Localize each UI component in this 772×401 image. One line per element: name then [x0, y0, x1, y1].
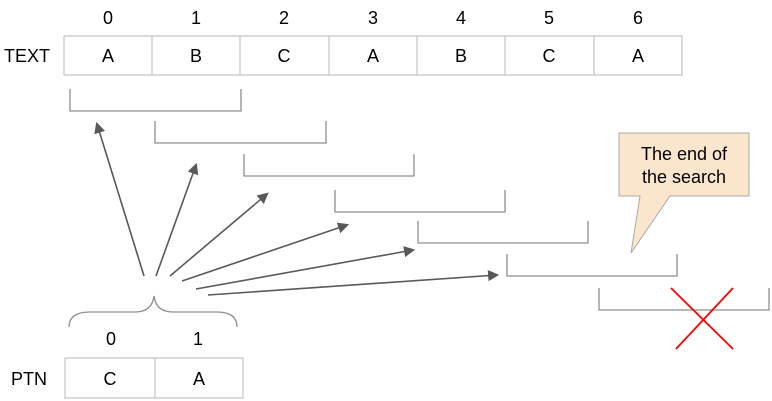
text-char-5: C — [543, 46, 556, 66]
end-of-search-callout: The end of the search — [618, 132, 750, 254]
text-index-6: 6 — [633, 8, 643, 28]
callout-line-2: the search — [642, 167, 726, 187]
shift-bracket-4 — [417, 221, 589, 244]
text-index-0: 0 — [103, 8, 113, 28]
text-index-2: 2 — [279, 8, 289, 28]
text-index-4: 4 — [456, 8, 466, 28]
shift-bracket-2 — [243, 154, 415, 177]
text-char-2: C — [278, 46, 291, 66]
pattern-cell-0 — [64, 357, 156, 399]
pattern-brace — [68, 295, 238, 328]
text-cell-5 — [504, 35, 595, 76]
pattern-row-label: PTN — [11, 369, 47, 389]
text-cell-1 — [151, 35, 241, 76]
text-row-label: TEXT — [4, 46, 50, 66]
text-cell-6 — [593, 35, 683, 76]
text-index-5: 5 — [544, 8, 554, 28]
pattern-index-0: 0 — [106, 329, 116, 349]
shift-bracket-0 — [69, 89, 242, 112]
text-cells: A B C A B C A — [63, 35, 683, 76]
arrow-to-shift-1 — [155, 162, 199, 277]
shift-bracket-5 — [506, 254, 678, 277]
pattern-cell-1 — [154, 357, 244, 399]
arrow-to-shift-5 — [207, 270, 500, 296]
text-char-3: A — [367, 46, 379, 66]
text-char-1: B — [190, 46, 202, 66]
arrow-to-shift-0 — [94, 121, 145, 277]
text-index-1: 1 — [191, 8, 201, 28]
callout-bubble — [618, 132, 750, 254]
shift-bracket-1 — [154, 121, 327, 144]
text-indices: 0 1 2 3 4 5 6 — [103, 8, 643, 28]
text-cell-4 — [416, 35, 506, 76]
pattern-char-0: C — [104, 369, 117, 389]
shift-bracket-3 — [334, 190, 506, 213]
pattern-index-1: 1 — [193, 329, 203, 349]
text-char-6: A — [632, 46, 644, 66]
arrow-to-shift-3 — [181, 222, 350, 282]
pattern-cells: C A — [64, 357, 244, 399]
arrow-to-shift-2 — [169, 192, 269, 277]
callout-line-1: The end of — [641, 144, 728, 164]
text-index-3: 3 — [368, 8, 378, 28]
shift-bracket-6 — [598, 288, 770, 311]
text-char-4: B — [455, 46, 467, 66]
text-cell-0 — [63, 35, 153, 76]
shift-arrows — [94, 121, 500, 296]
shift-brackets — [69, 89, 770, 311]
text-cell-2 — [239, 35, 330, 76]
invalid-shift-cross-icon — [670, 287, 734, 350]
arrow-to-shift-4 — [195, 246, 416, 290]
text-char-0: A — [102, 46, 114, 66]
pattern-char-1: A — [193, 369, 205, 389]
